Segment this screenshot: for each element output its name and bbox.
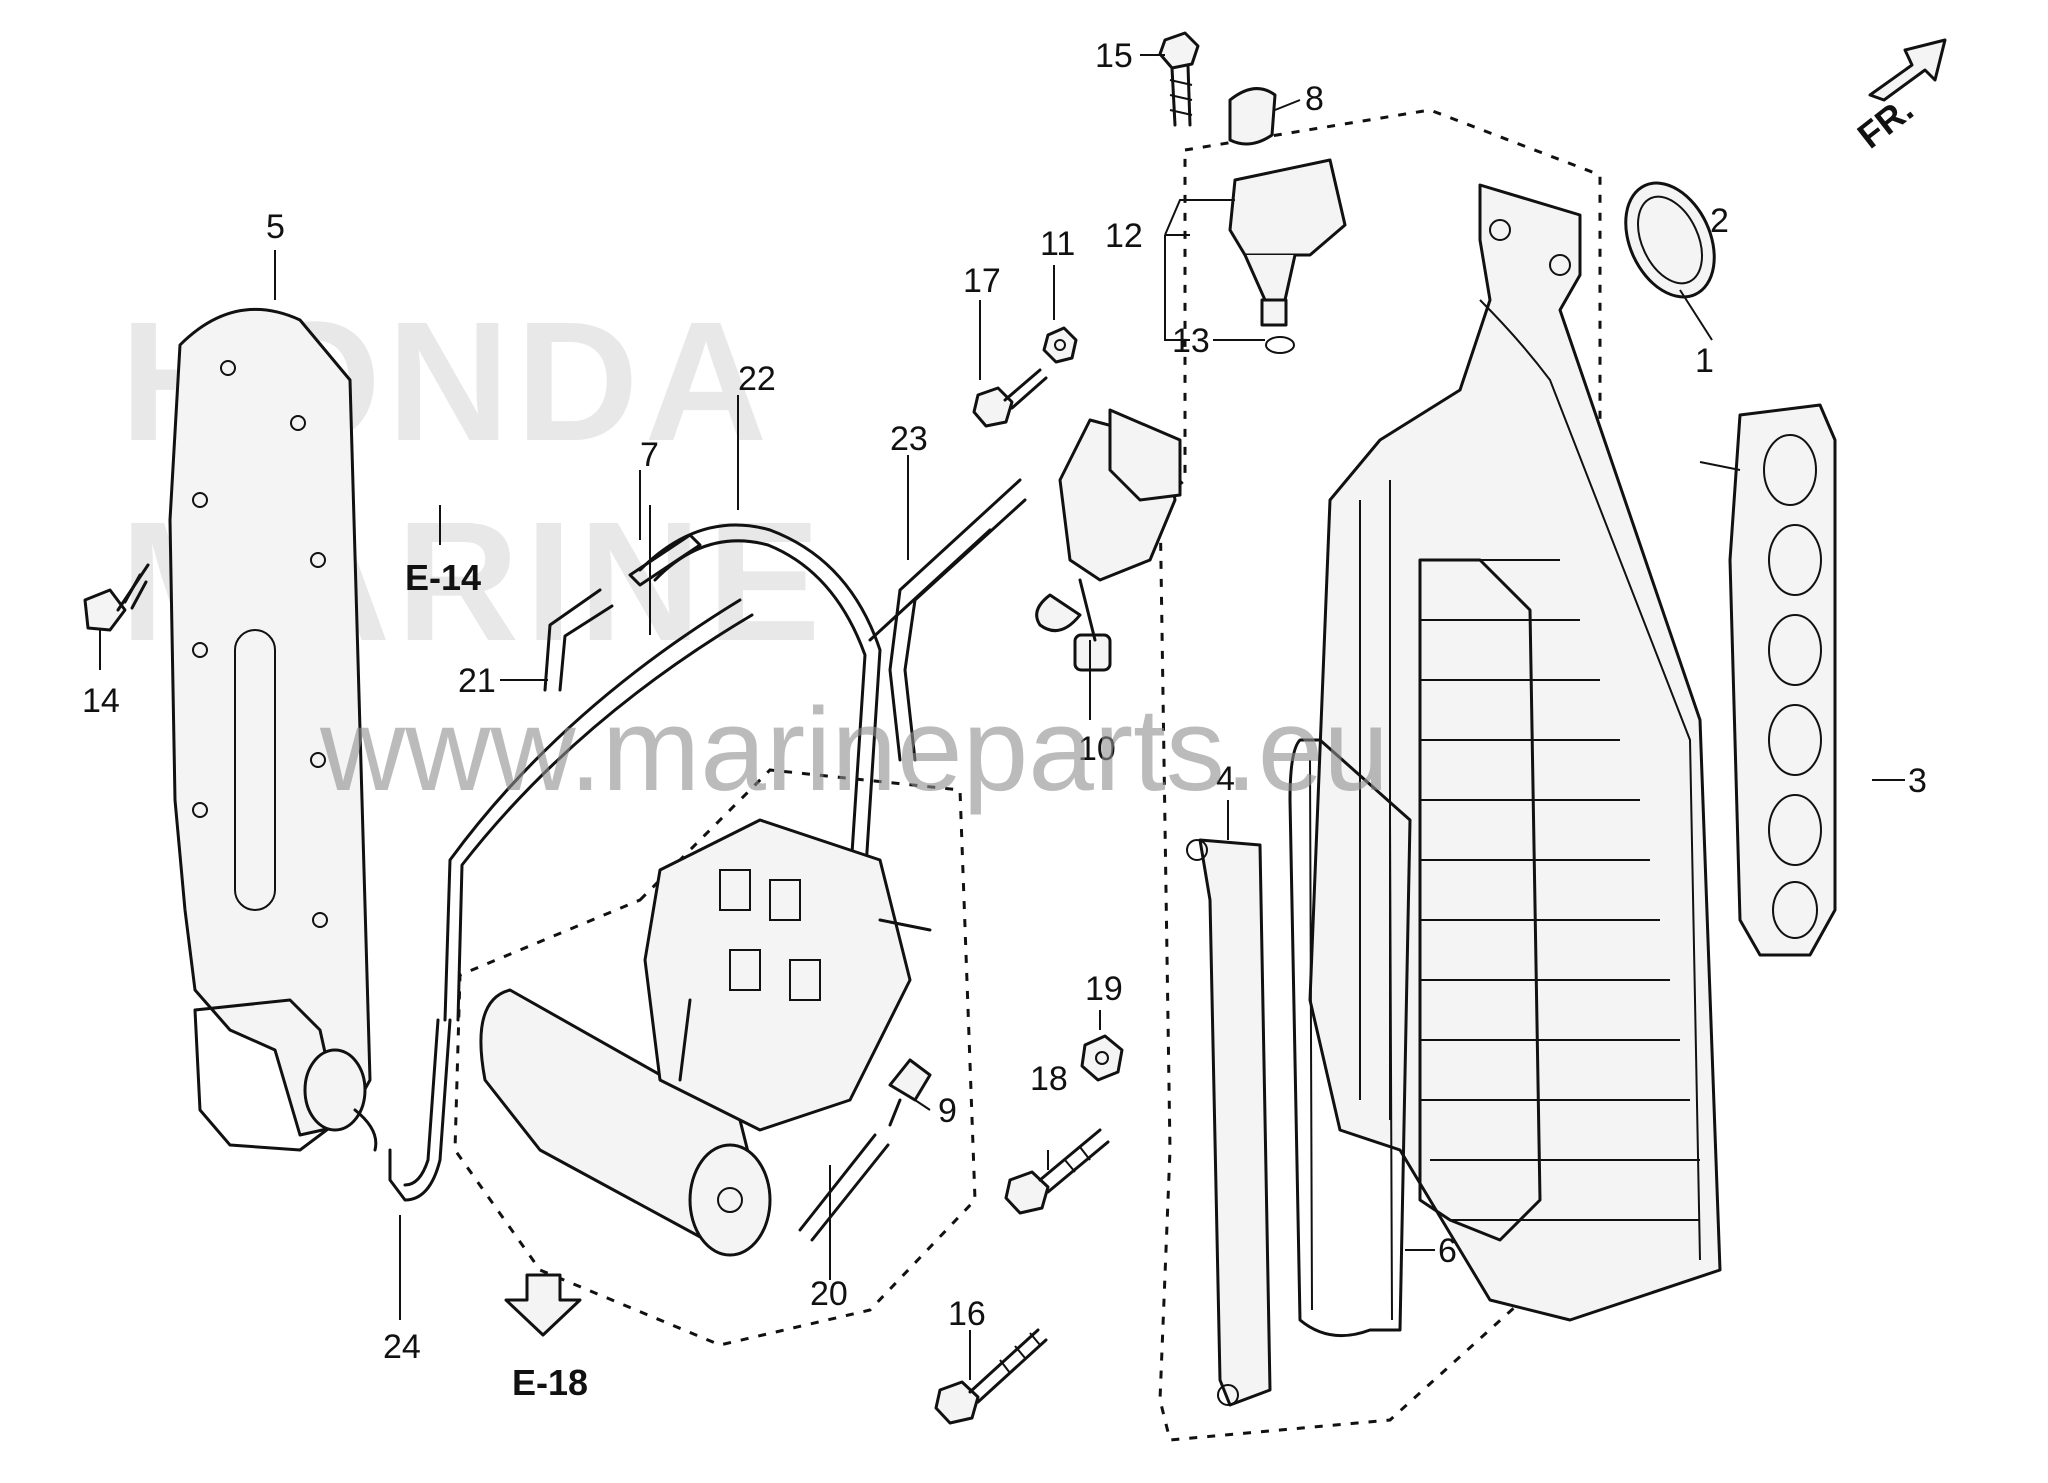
gasket-4-part[interactable] xyxy=(1186,838,1272,1407)
callout-23[interactable]: 23 xyxy=(890,420,928,458)
solenoid-valve-10-part[interactable] xyxy=(1035,408,1182,672)
hose-21-part[interactable] xyxy=(543,588,614,692)
sensor-group-outline xyxy=(453,768,977,1347)
callout-14[interactable]: 14 xyxy=(82,682,120,720)
callout-3[interactable]: 3 xyxy=(1908,762,1927,800)
callout-7[interactable]: 7 xyxy=(640,436,659,474)
callout-8[interactable]: 8 xyxy=(1305,80,1324,118)
ref-e18-arrow-icon xyxy=(504,1273,582,1337)
bolt-16-part[interactable] xyxy=(934,1328,1048,1425)
callout-17[interactable]: 17 xyxy=(963,262,1001,300)
callout-22[interactable]: 22 xyxy=(738,360,776,398)
bolt-18-part[interactable] xyxy=(1004,1128,1110,1215)
vapor-separator-part[interactable] xyxy=(479,818,932,1257)
callout-5[interactable]: 5 xyxy=(266,208,285,246)
clip-7-part[interactable] xyxy=(628,505,702,635)
callout-13[interactable]: 13 xyxy=(1172,322,1210,360)
callout-21[interactable]: 21 xyxy=(458,662,496,700)
gasket-6-part[interactable] xyxy=(1288,738,1412,1338)
sensor-12-part[interactable] xyxy=(1228,158,1347,327)
callout-1[interactable]: 1 xyxy=(1695,342,1714,380)
callout-15[interactable]: 15 xyxy=(1095,37,1133,75)
callout-19[interactable]: 19 xyxy=(1085,970,1123,1008)
callout-10[interactable]: 10 xyxy=(1078,730,1116,768)
clamp-8-part[interactable] xyxy=(1228,87,1277,146)
front-arrow-icon xyxy=(1868,38,1947,102)
watermark-url: www.marineparts.eu xyxy=(319,684,1389,816)
callout-6[interactable]: 6 xyxy=(1438,1232,1457,1270)
bolt-14-part[interactable] xyxy=(83,563,150,632)
front-direction-label: FR. xyxy=(1850,88,1921,156)
callout-11[interactable]: 11 xyxy=(1040,225,1075,263)
callout-9[interactable]: 9 xyxy=(938,1092,957,1130)
port-gasket-1-part[interactable] xyxy=(1728,403,1837,957)
nut-11-part[interactable] xyxy=(1042,326,1078,364)
callout-4[interactable]: 4 xyxy=(1216,760,1235,798)
hose-20-part[interactable] xyxy=(798,1133,890,1242)
callout-12[interactable]: 12 xyxy=(1105,217,1143,255)
callout-16[interactable]: 16 xyxy=(948,1295,986,1333)
hose-24-part[interactable] xyxy=(388,598,754,1202)
sensor-9-part[interactable] xyxy=(888,1058,932,1127)
bolt-15-part[interactable] xyxy=(1158,31,1200,127)
bolt-17-part[interactable] xyxy=(972,368,1048,428)
ref-label-e18[interactable]: E-18 xyxy=(512,1362,588,1403)
cover-plate-part[interactable] xyxy=(168,307,378,1152)
callout-2[interactable]: 2 xyxy=(1710,202,1729,240)
ref-label-e14[interactable]: E-14 xyxy=(405,557,481,598)
nut-19-part[interactable] xyxy=(1080,1034,1124,1082)
intake-manifold-3-part[interactable] xyxy=(1308,183,1722,1322)
callout-20[interactable]: 20 xyxy=(810,1275,848,1313)
callout-18[interactable]: 18 xyxy=(1030,1060,1068,1098)
hose-23-part[interactable] xyxy=(868,478,1027,762)
gasket-2-part[interactable] xyxy=(1608,169,1731,312)
callout-24[interactable]: 24 xyxy=(383,1328,421,1366)
o-ring-13-part[interactable] xyxy=(1265,336,1295,354)
